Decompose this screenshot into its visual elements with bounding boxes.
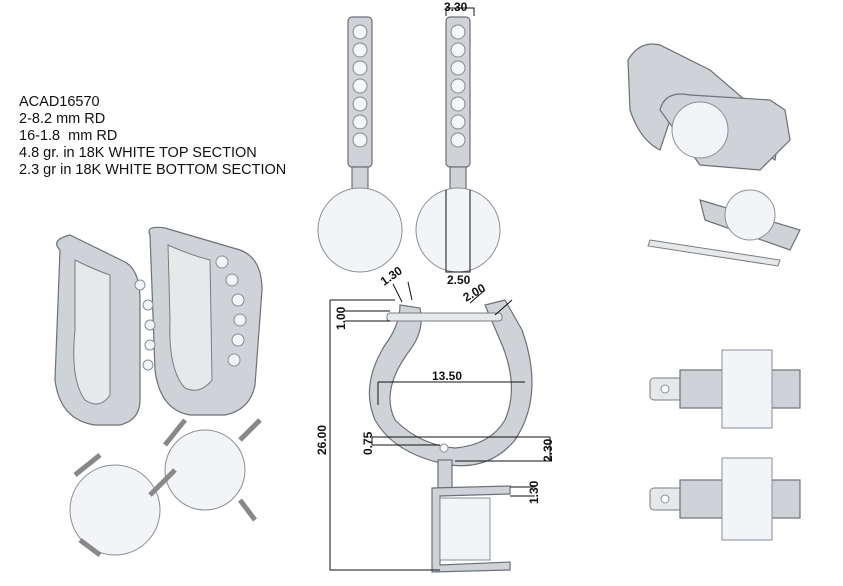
model-number: ACAD16570	[19, 94, 100, 110]
center-stone-left	[69, 464, 161, 556]
spec-line: 16-1.8 mm RD	[19, 128, 118, 144]
profile-view-top	[649, 349, 801, 429]
dim-pin-diameter: 1.00	[334, 306, 348, 330]
dim-stone-width: 2.50	[447, 273, 471, 287]
dim-prong-height: 1.30	[527, 480, 541, 504]
front-view-left	[317, 16, 403, 273]
dim-hole-diameter: 0.75	[361, 431, 375, 455]
spec-line: 2-8.2 mm RD	[19, 111, 106, 127]
dim-total-length: 26.00	[315, 425, 329, 455]
profile-view-bottom	[649, 457, 801, 541]
dim-top-width: 3.30	[444, 0, 468, 14]
dim-hoop-thickness: 1.30	[378, 263, 405, 288]
spec-text-block: ACAD16570 2-8.2 mm RD 16-1.8 mm RD 4.8 g…	[19, 94, 286, 179]
center-stone-right	[164, 429, 246, 511]
spec-line: 4.8 gr. in 18K WHITE TOP SECTION	[19, 145, 257, 161]
dim-hoop-inner-width: 13.50	[432, 369, 462, 383]
dim-bail-height: 2.30	[541, 438, 555, 462]
spec-line: 2.3 gr in 18K WHITE BOTTOM SECTION	[19, 162, 287, 178]
channel-stones	[134, 255, 247, 371]
earring-pair-render	[54, 226, 263, 557]
front-view-right: 3.30 2.50	[415, 0, 501, 287]
side-view-dimensioned: 26.00 1.00 1.30 2.00 13.50 0.75 2.30 1.3…	[315, 263, 555, 573]
angled-view	[627, 43, 801, 267]
